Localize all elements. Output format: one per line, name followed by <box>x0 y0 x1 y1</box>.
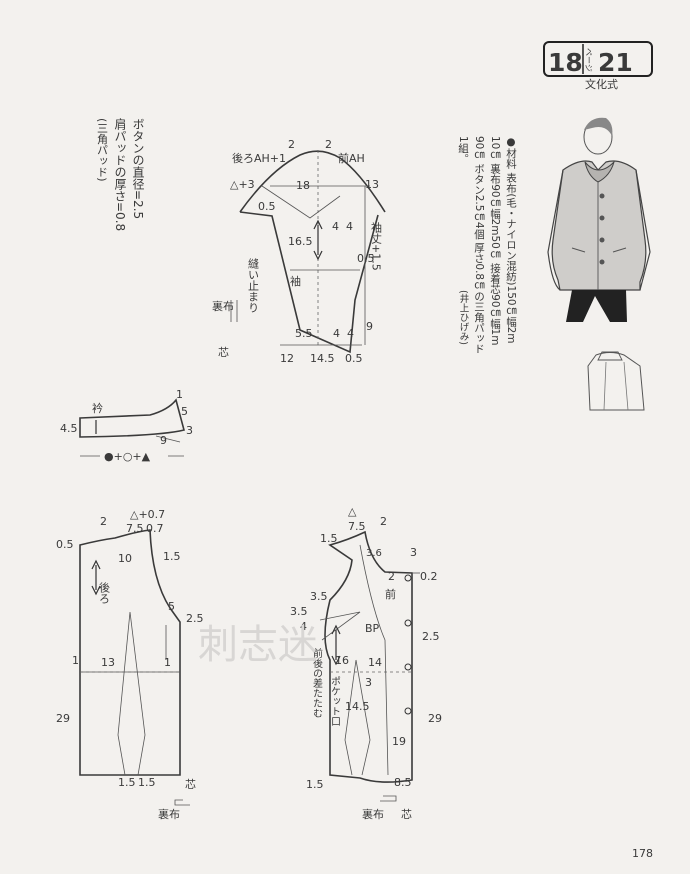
sleeve-pattern: 後ろAH+1 前AH 2 2 △+3 0.5 18 13 16.5 4 4 0.… <box>212 138 386 365</box>
sleeve-label: 袖 <box>290 274 301 288</box>
page-number-badge: 21 <box>598 48 633 77</box>
collar-m-1: 1 <box>176 388 183 401</box>
materials-block: ●材料 表布(毛・ナイロン混紡)150㎝幅2m 10㎝ 裏布90㎝幅2m50㎝ … <box>457 136 517 354</box>
back-m-2: 2 <box>100 515 107 528</box>
pattern-number-badge: 18 ページ 21 文化式 <box>543 41 653 91</box>
back-m-1b: 1 <box>164 656 171 669</box>
back-m-15c: 1.5 <box>138 776 156 789</box>
sleeve-m-9: 9 <box>366 320 373 333</box>
front-m-02: 0.2 <box>420 570 438 583</box>
front-bp: BP <box>365 622 380 635</box>
front-m-29: 29 <box>428 712 442 725</box>
back-m-25: 2.5 <box>186 612 204 625</box>
materials-line-3: 90㎝ ボタン2.5㎝4個 厚さ0.8㎝の三角パッド <box>473 136 485 354</box>
page-label: ページ <box>584 48 593 72</box>
front-m-3: 3 <box>410 546 417 559</box>
front-m-2a: 2 <box>380 515 387 528</box>
collar-m-5: 5 <box>181 405 188 418</box>
back-m-13: 13 <box>101 656 115 669</box>
sleeve-back-ah: 後ろAH+1 <box>232 151 286 165</box>
front-m-85: 8.5 <box>394 776 412 789</box>
back-label: 後ろ <box>98 581 111 605</box>
front-m-4: 4 <box>300 620 307 633</box>
sleeve-m-18: 18 <box>296 179 310 192</box>
back-bodice-pattern: 2 △+0.7 7.5 0.7 0.5 10 1.5 後ろ 5 2.5 1 13… <box>56 508 204 821</box>
back-m-1a: 1 <box>72 654 79 667</box>
shoulder-pad-note: 肩パッドの厚さ=0.8 <box>113 117 127 232</box>
sleeve-m-2a: 2 <box>288 138 295 151</box>
materials-line-2: 10㎝ 裏布90㎝幅2m50㎝ 接着芯90㎝幅1m <box>489 136 501 345</box>
sleeve-m-12: 12 <box>280 352 294 365</box>
left-notes: ボタンの直径=2.5 肩パッドの厚さ=0.8 (三角パッド) <box>96 117 146 232</box>
collar-m-9: 9 <box>160 434 167 447</box>
front-label: 前 <box>385 587 396 601</box>
sleeve-m-a3: △+3 <box>230 178 255 191</box>
front-m-145: 14.5 <box>345 700 370 713</box>
front-lining: 裏布 <box>362 807 384 821</box>
sleeve-m-4c: 4 <box>333 327 340 340</box>
front-m-16: 16 <box>335 654 349 667</box>
sleeve-m-55: 5.5 <box>295 327 313 340</box>
sleeve-m-4a: 4 <box>332 220 339 233</box>
front-m-19: 19 <box>392 735 406 748</box>
back-m-15a: 1.5 <box>163 550 181 563</box>
pattern-number: 18 <box>548 48 583 77</box>
sleeve-m-05a: 0.5 <box>258 200 276 213</box>
front-pocket: ポケット口 <box>329 676 341 726</box>
front-m-a: △ <box>348 505 357 518</box>
sleeve-lining: 裏布 <box>212 299 234 313</box>
collar-pattern: 衿 4.5 1 5 3 9 ●+○+▲ <box>60 388 193 463</box>
front-m-15a: 1.5 <box>320 532 338 545</box>
front-m-36: 3.6 <box>366 548 382 559</box>
sleeve-m-4b: 4 <box>346 220 353 233</box>
back-m-29: 29 <box>56 712 70 725</box>
sleeve-m-145: 14.5 <box>310 352 335 365</box>
style-label: 文化式 <box>585 77 618 91</box>
watermark: 刺志迷 <box>198 622 318 668</box>
sleeve-m-165: 16.5 <box>288 235 313 248</box>
back-m-15b: 1.5 <box>118 776 136 789</box>
front-m-25: 2.5 <box>422 630 440 643</box>
designer-credit: (井上ひげみ) <box>458 290 470 345</box>
front-m-3b: 3 <box>365 676 372 689</box>
back-m-5: 5 <box>168 600 175 613</box>
collar-label: 衿 <box>92 401 103 415</box>
front-m-35a: 3.5 <box>310 590 328 603</box>
sleeve-interfacing: 芯 <box>218 345 229 359</box>
jacket-illustration-back <box>587 351 645 411</box>
front-m-35b: 3.5 <box>290 605 308 618</box>
sleeve-stop: 縫い止まり <box>247 257 260 313</box>
front-bodice-pattern: △ 7.5 2 1.5 3.6 3 2 0.2 前 3.5 3.5 4 BP 2… <box>290 505 442 821</box>
back-m-75: 7.5 <box>126 522 144 535</box>
back-lining: 裏布 <box>158 807 180 821</box>
collar-m-3: 3 <box>186 424 193 437</box>
sleeve-front-ah: 前AH <box>338 151 365 165</box>
button-diameter-note: ボタンの直径=2.5 <box>131 118 145 220</box>
collar-formula: ●+○+▲ <box>104 450 151 463</box>
back-interfacing: 芯 <box>185 777 196 791</box>
back-m-a07: △+0.7 <box>130 508 165 521</box>
sleeve-m-05b: 0.5 <box>357 252 375 265</box>
pad-type-note: (三角パッド) <box>96 118 109 182</box>
materials-line-4: 1組。 <box>457 136 469 164</box>
front-m-75: 7.5 <box>348 520 366 533</box>
jacket-illustration-front <box>547 117 651 322</box>
front-dart-note: 前後の差たたむ <box>311 647 323 718</box>
front-m-15b: 1.5 <box>306 778 324 791</box>
page-number: 178 <box>632 847 653 860</box>
back-m-05: 0.5 <box>56 538 74 551</box>
sleeve-m-05c: 0.5 <box>345 352 363 365</box>
front-interfacing: 芯 <box>401 807 412 821</box>
sleeve-m-13: 13 <box>365 178 379 191</box>
back-m-07: 0.7 <box>146 522 164 535</box>
front-m-2b: 2 <box>388 570 395 583</box>
sleeve-length: 袖丈+1.5 <box>370 221 383 271</box>
collar-m-45: 4.5 <box>60 422 78 435</box>
sleeve-m-2b: 2 <box>325 138 332 151</box>
sleeve-m-4d: 4 <box>347 327 354 340</box>
front-m-14: 14 <box>368 656 382 669</box>
materials-line-1: ●材料 表布(毛・ナイロン混紡)150㎝幅2m <box>505 136 517 343</box>
back-m-10: 10 <box>118 552 132 565</box>
